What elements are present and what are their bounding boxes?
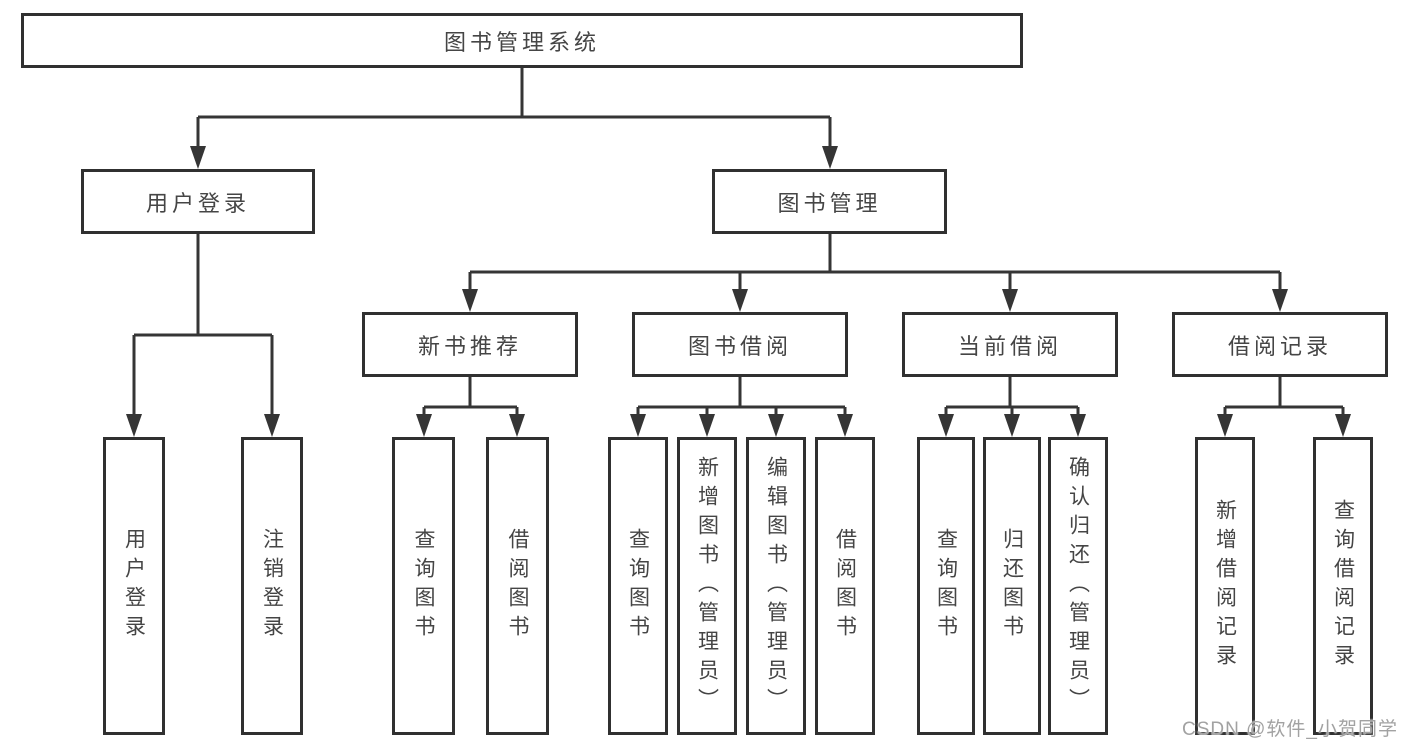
leaf-add-borrow-record-label: 新增借阅记录: [1213, 499, 1237, 673]
leaf-recommend-query-books-label: 查询图书: [412, 528, 436, 644]
node-root: 图书管理系统: [21, 13, 1023, 68]
leaf-add-borrow-record: 新增借阅记录: [1195, 437, 1255, 735]
node-new-book-recommendation-label: 新书推荐: [417, 333, 522, 359]
leaf-borrowing-query-books-label: 查询图书: [626, 528, 650, 644]
leaf-query-borrow-record-label: 查询借阅记录: [1331, 499, 1355, 673]
leaf-add-books-admin: 新增图书（管理员）: [677, 437, 737, 735]
leaf-return-books-label: 归还图书: [1000, 528, 1024, 644]
leaf-current-query-books: 查询图书: [917, 437, 975, 735]
leaf-confirm-return-admin-label: 确认归还（管理员）: [1066, 455, 1090, 717]
leaf-return-books: 归还图书: [983, 437, 1041, 735]
leaf-recommend-query-books: 查询图书: [392, 437, 455, 735]
node-book-borrowing-label: 图书借阅: [687, 333, 792, 359]
leaf-confirm-return-admin: 确认归还（管理员）: [1048, 437, 1108, 735]
node-root-label: 图书管理系统: [443, 29, 600, 55]
node-new-book-recommendation: 新书推荐: [362, 312, 578, 377]
node-book-management-label: 图书管理: [777, 190, 882, 216]
leaf-current-query-books-label: 查询图书: [934, 528, 958, 644]
leaf-user-login-label: 用户登录: [122, 528, 146, 644]
leaf-recommend-borrow-books-label: 借阅图书: [506, 528, 530, 644]
node-borrowing-records-label: 借阅记录: [1227, 333, 1332, 359]
leaf-logout-label: 注销登录: [260, 528, 284, 644]
leaf-borrowing-borrow-books-label: 借阅图书: [833, 528, 857, 644]
node-user-login-label: 用户登录: [145, 190, 250, 216]
node-book-borrowing: 图书借阅: [632, 312, 848, 377]
node-user-login: 用户登录: [81, 169, 315, 234]
leaf-add-books-admin-label: 新增图书（管理员）: [695, 455, 719, 717]
arrowhead-icons: [126, 146, 1351, 437]
leaf-borrowing-borrow-books: 借阅图书: [815, 437, 875, 735]
leaf-user-login: 用户登录: [103, 437, 165, 735]
node-current-borrowing: 当前借阅: [902, 312, 1118, 377]
leaf-edit-books-admin: 编辑图书（管理员）: [746, 437, 806, 735]
leaf-query-borrow-record: 查询借阅记录: [1313, 437, 1373, 735]
leaf-borrowing-query-books: 查询图书: [608, 437, 668, 735]
leaf-logout: 注销登录: [241, 437, 303, 735]
node-book-management: 图书管理: [712, 169, 947, 234]
node-borrowing-records: 借阅记录: [1172, 312, 1388, 377]
node-current-borrowing-label: 当前借阅: [957, 333, 1062, 359]
csdn-watermark: CSDN @软件_小贺同学: [1182, 719, 1398, 740]
leaf-edit-books-admin-label: 编辑图书（管理员）: [764, 455, 788, 717]
leaf-recommend-borrow-books: 借阅图书: [486, 437, 549, 735]
